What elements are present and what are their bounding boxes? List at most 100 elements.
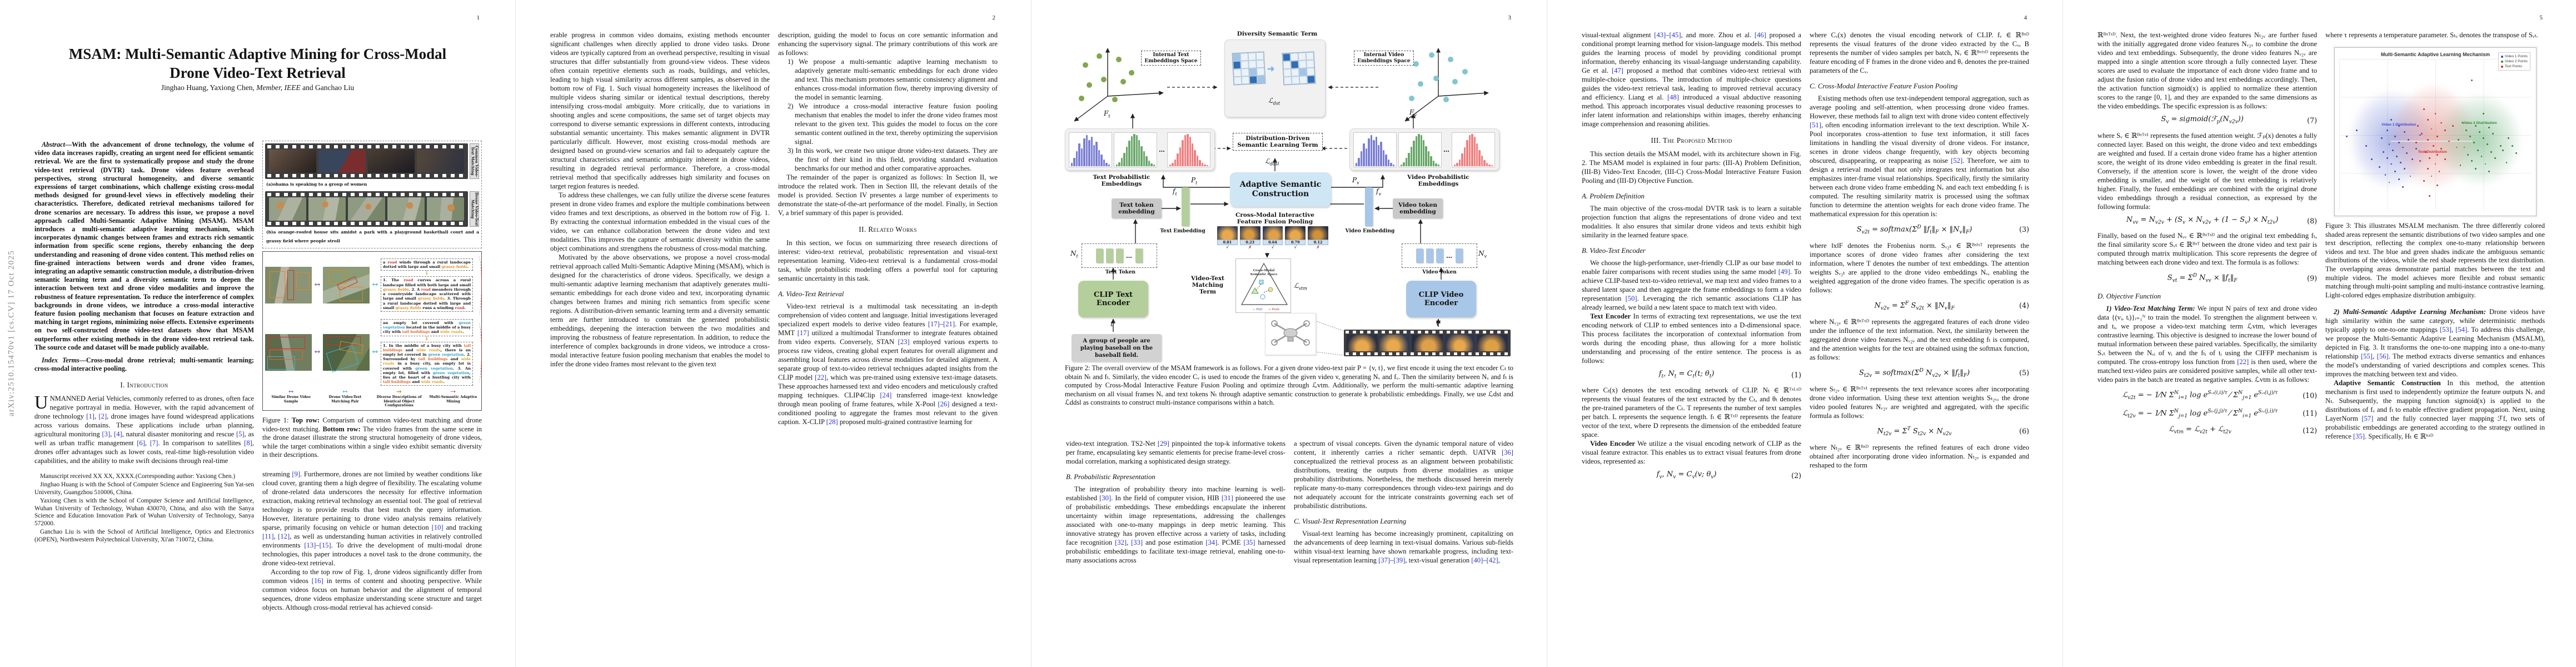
citation[interactable]: [37] xyxy=(1378,556,1391,564)
inline-lead: Video Encoder xyxy=(1590,439,1635,447)
citation[interactable]: [35] xyxy=(1243,539,1255,546)
citation[interactable]: [51] xyxy=(1810,121,1821,129)
citation[interactable]: [39] xyxy=(1393,556,1406,564)
bar xyxy=(1491,165,1493,166)
equation-8: Nvv = Nv2v + (Sv × Nv2v + (1 − Sv) × Nt2… xyxy=(2126,215,2317,226)
citation[interactable]: [45] xyxy=(1669,31,1681,39)
citation[interactable]: [17] xyxy=(928,320,940,328)
text-part: v2v xyxy=(1932,372,1941,379)
citation[interactable]: [46] xyxy=(1754,31,1766,39)
citation[interactable]: [52] xyxy=(1951,157,1963,165)
citation[interactable]: [48] xyxy=(1667,93,1679,101)
citation[interactable]: [21] xyxy=(943,320,955,328)
text-part: P xyxy=(1191,176,1196,184)
matrix-cell xyxy=(1299,76,1308,84)
page-5: 5 ℝᴮˣᵀˣᴰ. Next, the text-weighted drone … xyxy=(2062,0,2576,667)
bar xyxy=(1189,137,1191,166)
citation[interactable]: [49] xyxy=(1778,268,1790,276)
text-part: vt xyxy=(2172,278,2178,284)
citation[interactable]: [24] xyxy=(880,391,892,399)
citation[interactable]: [2] xyxy=(98,412,107,421)
arxiv-watermark: arXiv:2510.15470v1 [cs.CV] 17 Oct 2025 xyxy=(7,250,16,417)
citation[interactable]: [28] xyxy=(826,418,838,426)
bar xyxy=(1199,160,1201,166)
citation[interactable]: [16] xyxy=(311,577,323,585)
citation[interactable]: [22] xyxy=(2237,358,2249,366)
citation[interactable]: [42] xyxy=(1486,556,1498,564)
citation[interactable]: [57] xyxy=(2361,415,2374,423)
bar xyxy=(1169,165,1172,166)
citation[interactable]: [54] xyxy=(2455,326,2468,334)
bar xyxy=(1488,165,1491,166)
text-part: road xyxy=(387,260,397,265)
citation[interactable]: [5] xyxy=(236,430,245,439)
citation[interactable]: [29] xyxy=(1157,440,1169,447)
page5-column-left: ℝᴮˣᵀˣᴰ. Next, the text-weighted drone vi… xyxy=(2097,31,2317,650)
matrix-cell xyxy=(1283,76,1292,85)
citation[interactable]: [47] xyxy=(1611,67,1623,74)
citation[interactable]: [32] xyxy=(1115,539,1127,546)
citation[interactable]: [4] xyxy=(114,430,122,439)
citation[interactable]: [23] xyxy=(898,338,910,346)
citation[interactable]: [56] xyxy=(2376,352,2389,361)
text-part: green vegetation xyxy=(415,366,453,371)
citation[interactable]: [10] xyxy=(431,524,444,532)
histogram xyxy=(1167,132,1210,167)
citation[interactable]: [7] xyxy=(150,439,158,447)
citation[interactable]: [15] xyxy=(319,541,331,550)
figure3-legend: Video 1 Points Video 2 Points Text Point… xyxy=(2498,52,2530,71)
citation[interactable]: [13] xyxy=(304,541,316,550)
citation[interactable]: [53] xyxy=(2439,326,2452,334)
citation[interactable]: [1] xyxy=(86,412,94,421)
paragraph: description, guiding the model to focus … xyxy=(778,31,998,57)
citation[interactable]: [9] xyxy=(292,470,301,479)
text-part: ⁄ xyxy=(2227,391,2234,400)
citation[interactable]: [31] xyxy=(1221,494,1233,502)
text-part: . xyxy=(443,380,445,385)
citation[interactable]: [30] xyxy=(1099,494,1112,502)
text-part: . 2. A xyxy=(408,287,421,292)
data-point xyxy=(2502,150,2504,151)
citation[interactable]: [33] xyxy=(1131,539,1143,546)
text-part: T xyxy=(1907,426,1911,432)
matrix-cell xyxy=(1240,61,1249,69)
paragraph: Finally, based on the fused Nᵥᵥ ∈ ℝᴮˣᵀˣᴰ… xyxy=(2097,232,2317,267)
citation[interactable]: [3] xyxy=(102,430,111,439)
citation[interactable]: [50] xyxy=(1625,295,1637,302)
citation[interactable]: [6] xyxy=(137,439,145,447)
bar xyxy=(1410,146,1413,166)
video-frame xyxy=(269,150,316,173)
bar xyxy=(1466,140,1468,166)
citation[interactable]: [11] xyxy=(262,532,274,541)
citation[interactable]: [17] xyxy=(797,329,809,337)
text-part: 1. The xyxy=(383,278,404,283)
contribution-item: 2) We introduce a cross-modal interactiv… xyxy=(788,102,998,146)
text-part: wide roads xyxy=(416,347,441,352)
text-part: . xyxy=(462,330,464,335)
citation[interactable]: [36] xyxy=(1502,449,1513,456)
data-point xyxy=(2437,154,2438,156)
annotation-box xyxy=(340,287,363,301)
text-part: and xyxy=(430,330,441,335)
bar xyxy=(1430,156,1432,166)
matrix-cell xyxy=(1298,60,1307,68)
citation[interactable]: [40] xyxy=(1471,556,1483,564)
page-2: 2 erable progress in common video domain… xyxy=(515,0,1031,667)
citation[interactable]: [35] xyxy=(2353,432,2365,441)
citation[interactable]: [12] xyxy=(278,532,290,541)
citation[interactable]: [26] xyxy=(938,400,950,408)
citation[interactable]: [55] xyxy=(2360,352,2373,361)
citation[interactable]: [34] xyxy=(1205,539,1218,546)
citation[interactable]: [43] xyxy=(1654,31,1666,39)
matrix-cell xyxy=(1282,53,1291,62)
text-part: t xyxy=(1709,374,1712,380)
token xyxy=(1456,248,1463,263)
text-part: Bottom row: xyxy=(322,425,361,433)
matrix-cell xyxy=(1256,59,1264,68)
text-part: v xyxy=(1692,474,1695,480)
bar xyxy=(1458,159,1461,166)
citation[interactable]: [8] xyxy=(244,439,252,447)
text-part: t xyxy=(1930,229,1932,235)
text-part: v xyxy=(2166,119,2169,125)
citation[interactable]: [22] xyxy=(815,374,827,381)
